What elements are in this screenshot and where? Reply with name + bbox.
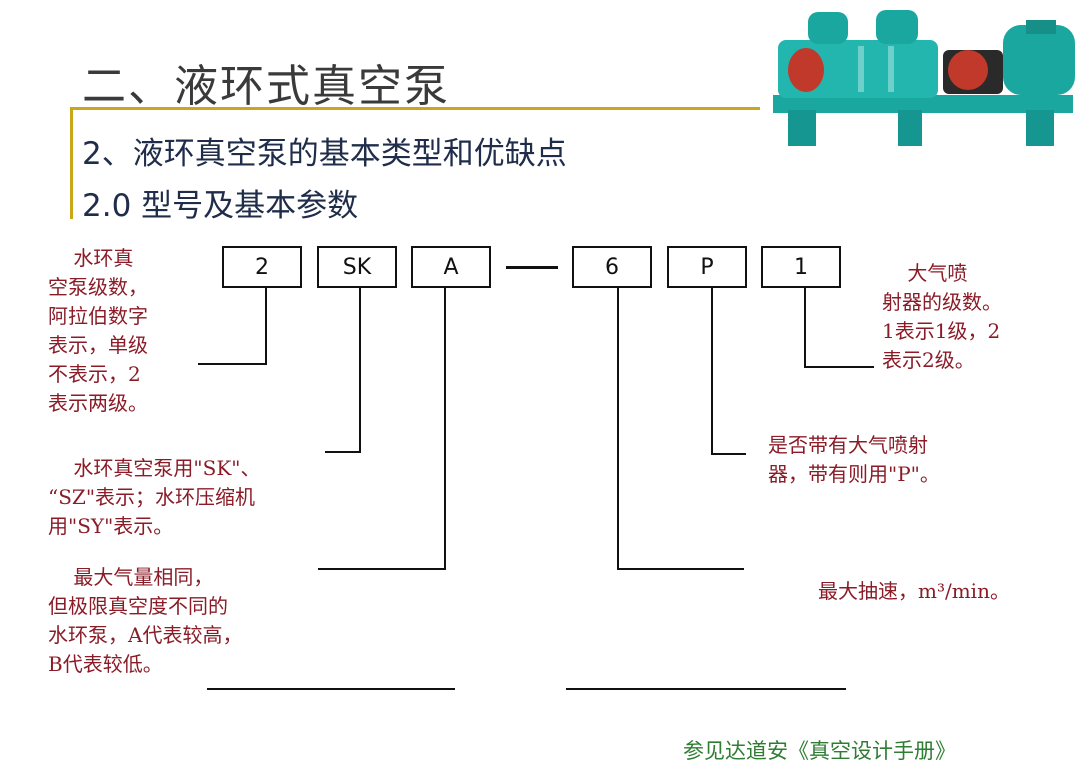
vacuum-pump-icon bbox=[773, 10, 1075, 146]
subtitle-bar bbox=[70, 109, 73, 219]
connector-type-horizontal bbox=[325, 451, 361, 453]
note-ejector: 是否带有大气喷射 器，带有则用"P"。 bbox=[768, 433, 940, 486]
code-box-type: SK bbox=[317, 246, 397, 288]
code-box-speed: 6 bbox=[572, 246, 652, 288]
note-speed: 最大抽速，m³/min。 bbox=[818, 579, 1010, 603]
note-stages: 水环真 空泵级数， 阿拉伯数字 表示，单级 不表示，2 表示两级。 bbox=[48, 246, 148, 415]
page-title: 二、液环式真空泵 bbox=[82, 61, 450, 112]
note-type: 水环真空泵用"SK"、 “SZ"表示；水环压缩机 用"SY"表示。 bbox=[48, 456, 261, 538]
subsection-heading: 2.0 型号及基本参数 bbox=[82, 188, 359, 224]
note-ejector-stages: 大气喷 射器的级数。 1表示1级，2 表示2级。 bbox=[882, 261, 1002, 372]
connector-ejector-stages-vertical bbox=[804, 288, 806, 367]
connector-variant-horizontal bbox=[318, 568, 446, 570]
connector-speed-vertical bbox=[617, 288, 619, 569]
connector-variant-vertical bbox=[444, 288, 446, 569]
code-separator bbox=[506, 266, 558, 269]
connector-stages-vertical bbox=[265, 288, 267, 364]
underline-right bbox=[566, 688, 846, 690]
connector-type-vertical bbox=[359, 288, 361, 452]
section-heading: 2、液环真空泵的基本类型和优缺点 bbox=[82, 136, 567, 172]
code-box-ejector-stages: 1 bbox=[761, 246, 841, 288]
connector-ejector-vertical bbox=[711, 288, 713, 454]
title-underline bbox=[70, 107, 760, 110]
note-variant: 最大气量相同， 但极限真空度不同的 水环泵，A代表较高， B代表较低。 bbox=[48, 565, 243, 676]
code-box-ejector: P bbox=[667, 246, 747, 288]
code-box-stages: 2 bbox=[222, 246, 302, 288]
code-box-variant: A bbox=[411, 246, 491, 288]
connector-speed-horizontal bbox=[617, 568, 744, 570]
connector-ejector-stages-horizontal bbox=[804, 366, 874, 368]
connector-ejector-horizontal bbox=[711, 453, 746, 455]
reference-note: 参见达道安《真空设计手册》 bbox=[683, 739, 956, 763]
underline-left bbox=[207, 688, 455, 690]
connector-stages-horizontal bbox=[198, 363, 267, 365]
